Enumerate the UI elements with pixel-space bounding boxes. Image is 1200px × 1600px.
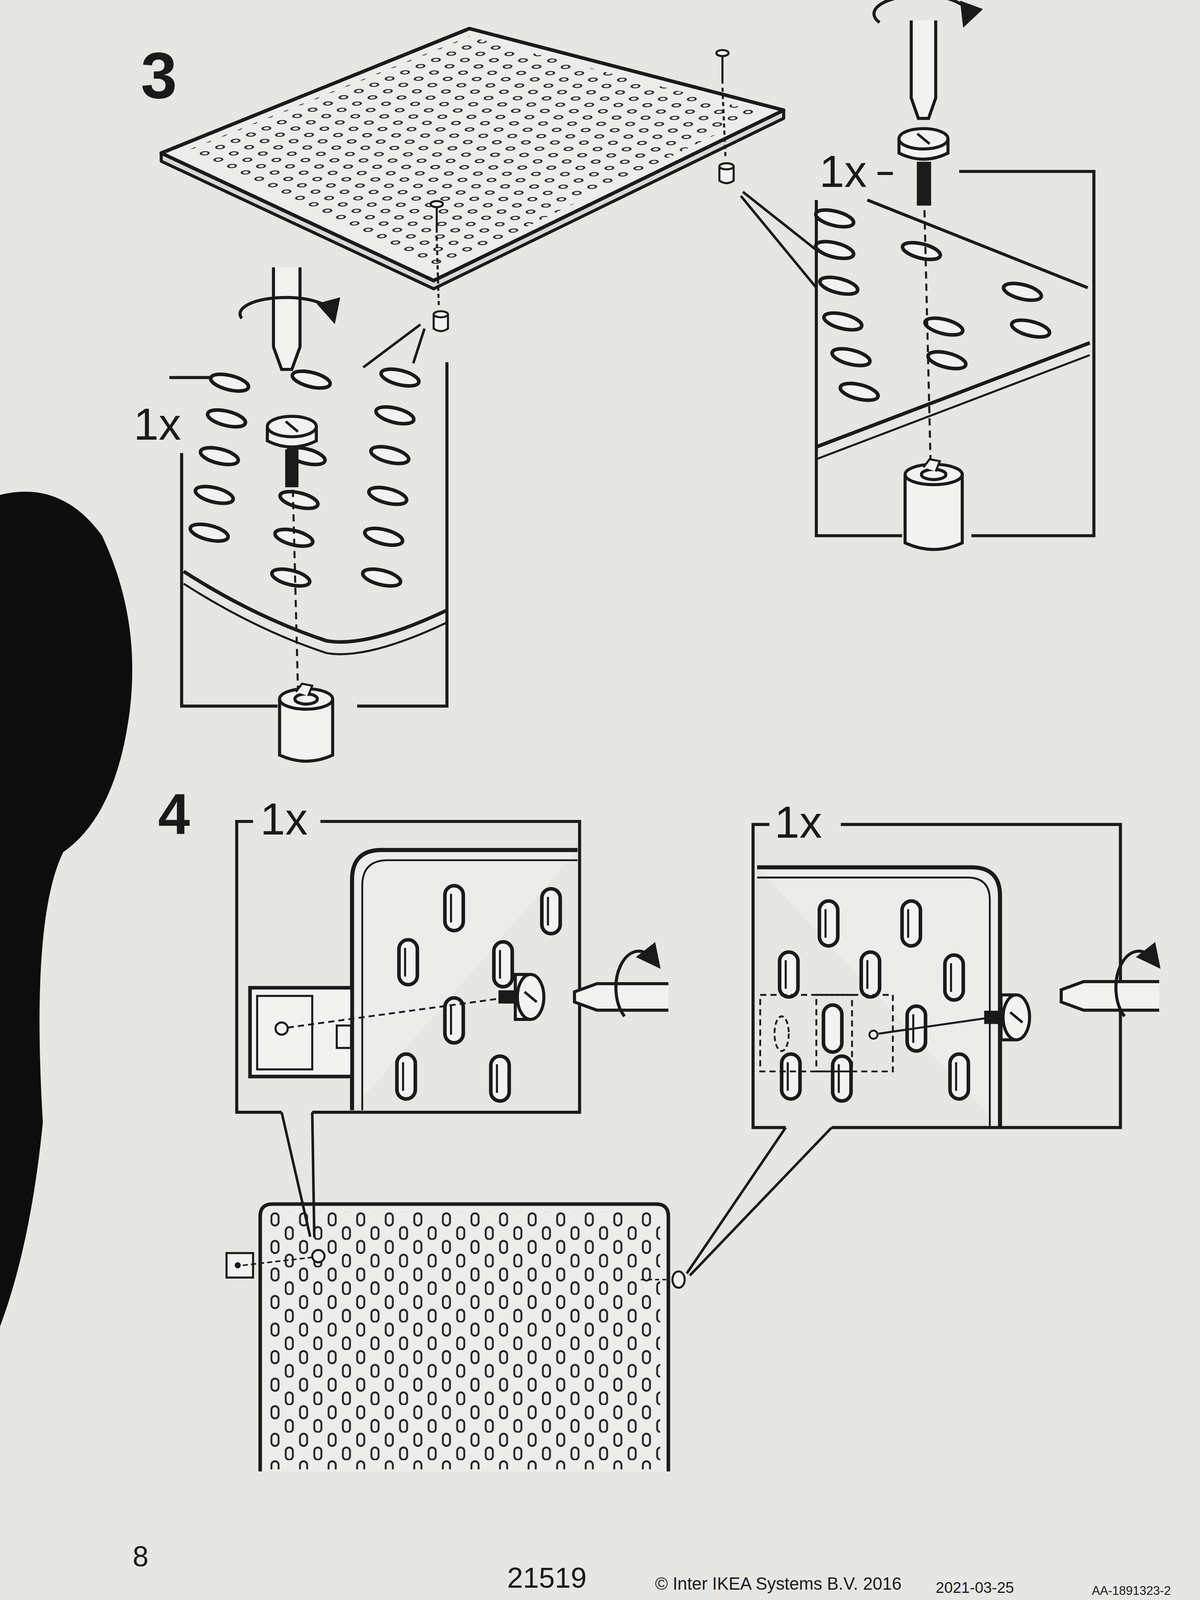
callout-frame (753, 824, 1121, 1128)
screwdriver (1061, 951, 1160, 1017)
article-number: 21519 (507, 1564, 587, 1593)
document-code: AA-1891323-2 (1091, 1584, 1171, 1597)
spacer (905, 459, 963, 550)
step-number: 4 (158, 785, 191, 843)
quantity-label: 1x (819, 148, 868, 194)
page-number: 8 (132, 1542, 149, 1572)
callout-frame (169, 362, 447, 707)
screw (267, 416, 317, 690)
glove (0, 491, 133, 1327)
screwdriver (873, 0, 968, 119)
panel-detail (757, 867, 1000, 1127)
screwdriver (240, 267, 332, 370)
screw (898, 128, 948, 465)
screw (985, 994, 1030, 1040)
quantity-label: 1x (133, 401, 182, 447)
screwdriver (574, 951, 669, 1017)
leader-line (363, 191, 817, 368)
quantity-label: 1x (774, 800, 823, 845)
quantity-label: 1x (260, 796, 308, 842)
leader-line (281, 1112, 832, 1276)
callout-frame (236, 821, 580, 1113)
screw-and-spacer (430, 50, 734, 331)
callout-frame (816, 171, 1094, 536)
panel-detail (814, 200, 1091, 460)
screw (500, 974, 545, 1020)
pegboard-plate (161, 28, 784, 289)
panel-detail (183, 365, 447, 654)
date-label: 2021-03-25 (935, 1579, 1014, 1596)
panel-detail (250, 850, 578, 1111)
spacer (279, 683, 333, 762)
step-number: 3 (140, 42, 178, 109)
copyright-note: © Inter IKEA Systems B.V. 2016 (655, 1575, 902, 1593)
pegboard-panel (226, 1203, 685, 1472)
